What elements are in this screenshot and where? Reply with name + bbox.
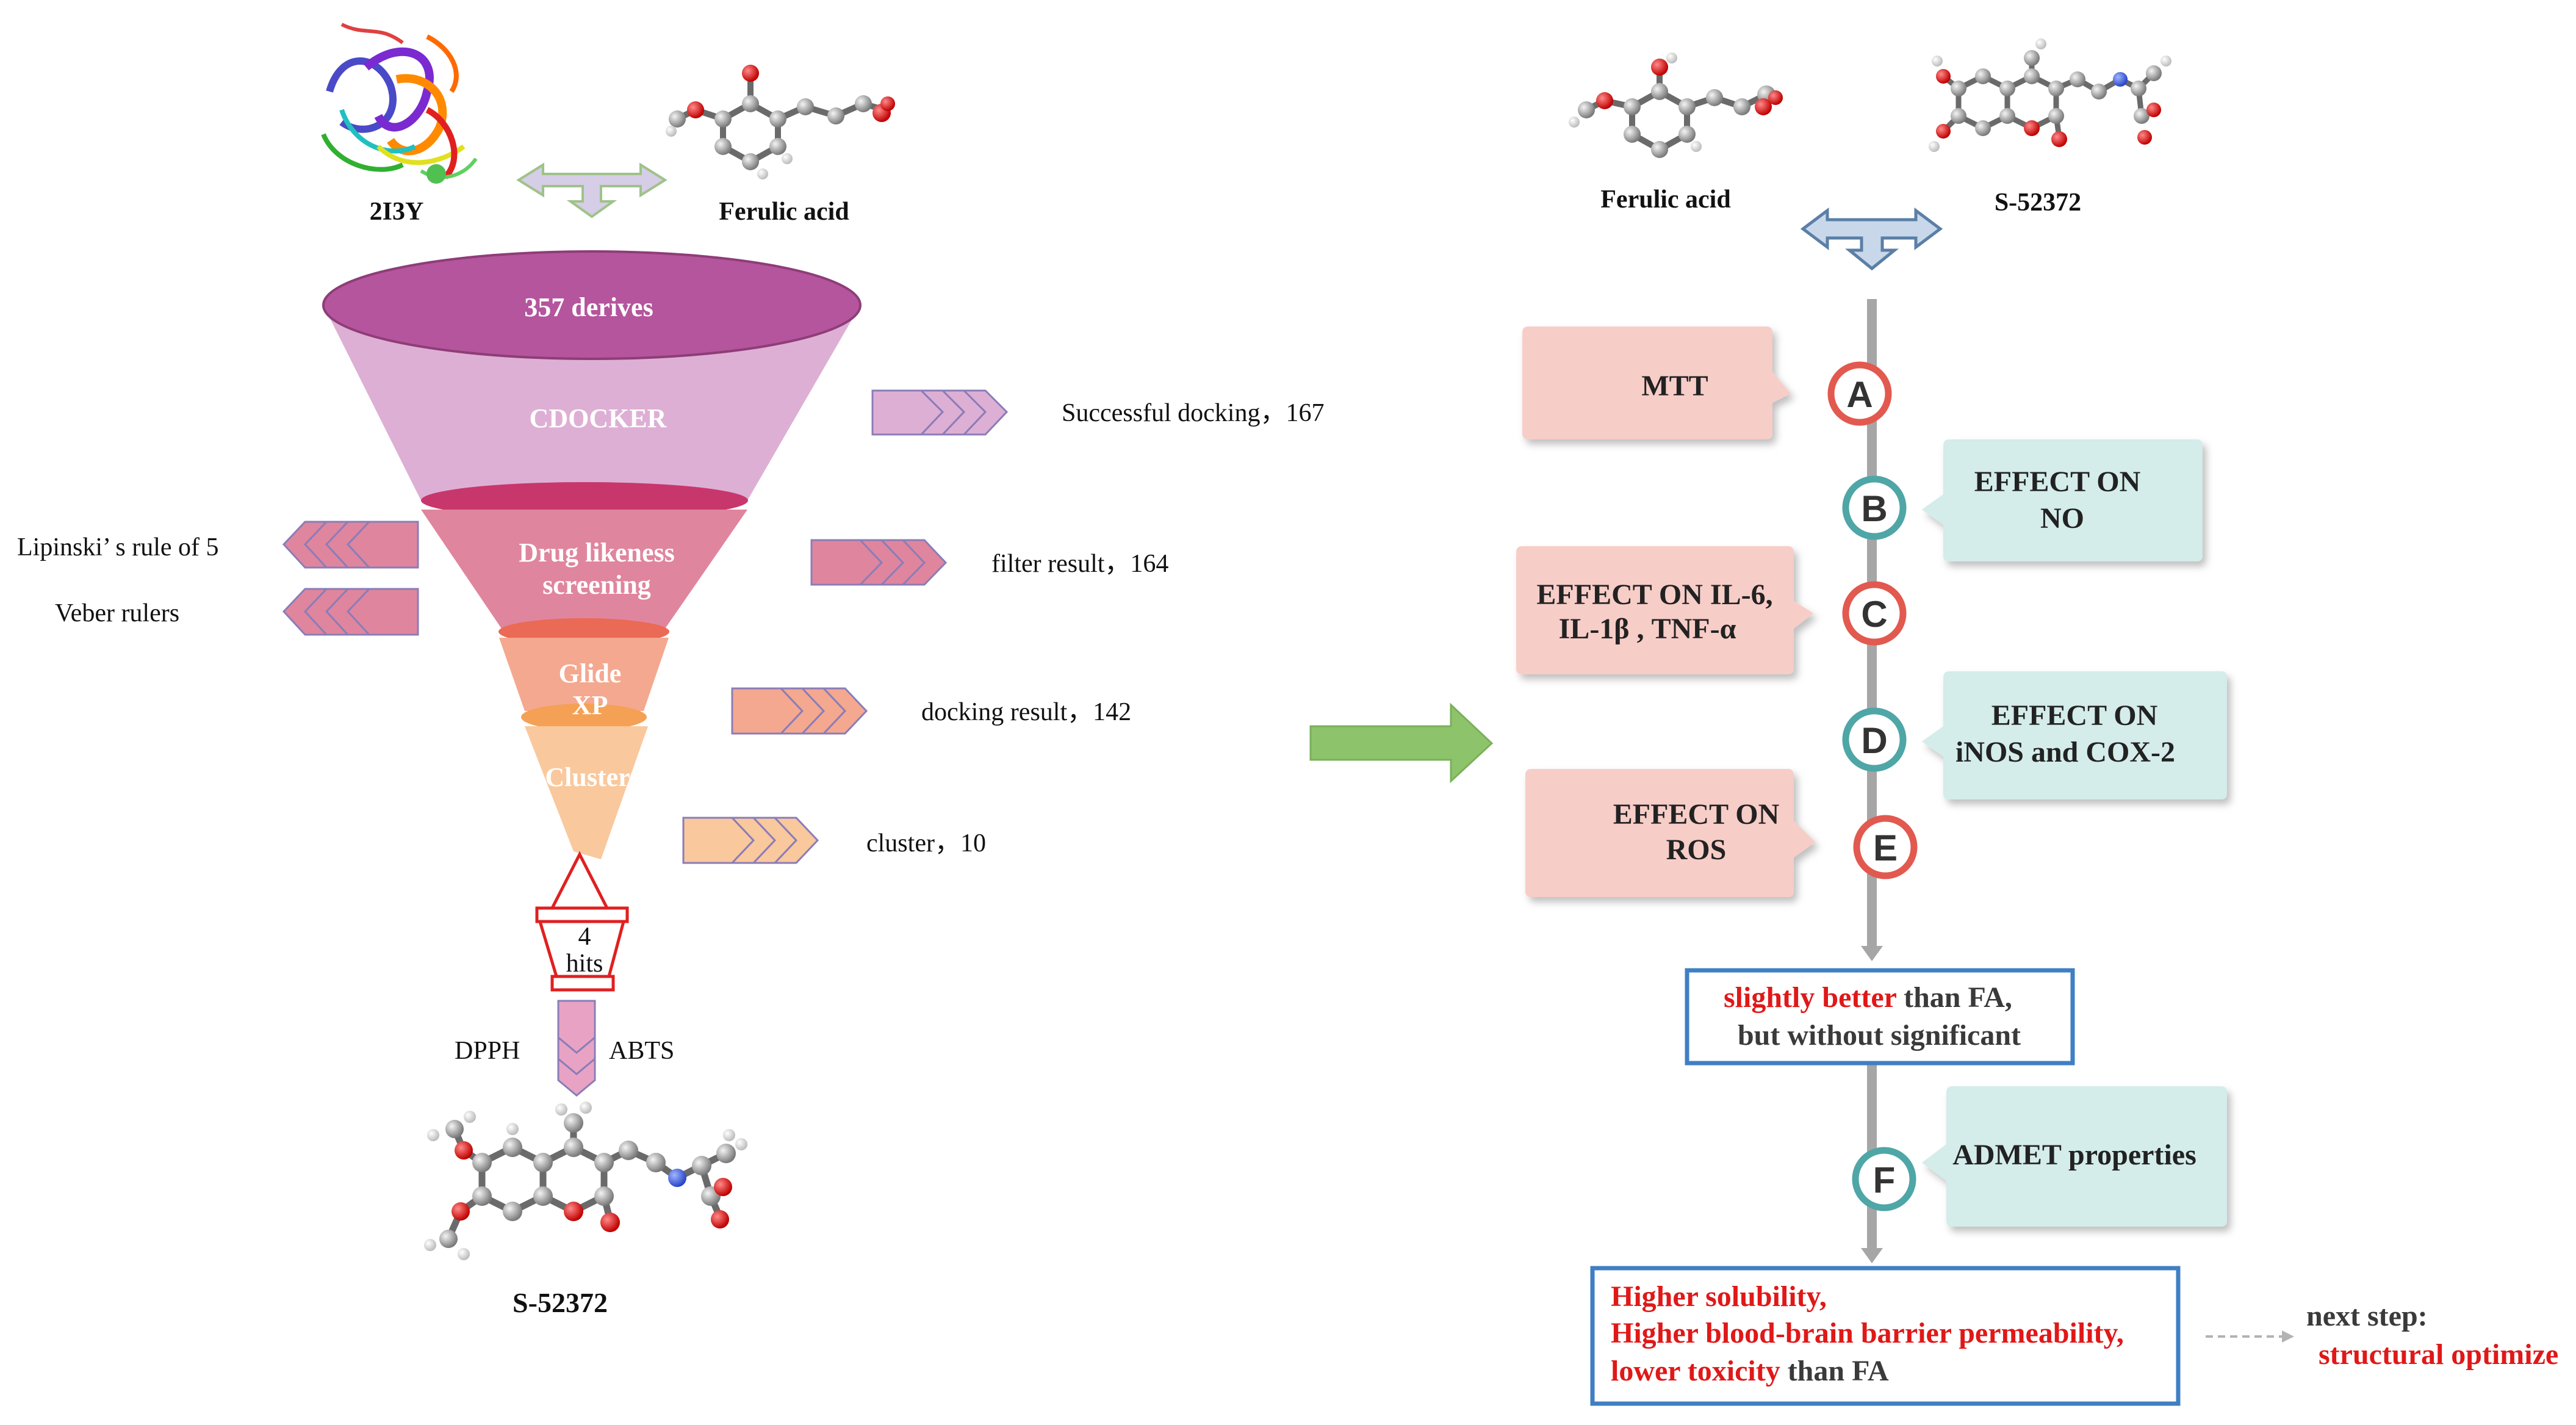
step-c-box xyxy=(1516,546,1813,674)
step-a-box xyxy=(1522,326,1791,439)
funnel-stage3-label-line1: Glide xyxy=(559,658,622,688)
transition-arrow xyxy=(1309,702,1494,784)
assay-dpph: DPPH xyxy=(455,1037,520,1065)
step-e-box xyxy=(1525,769,1815,897)
step-c-text-line2: IL-1β , TNF-α xyxy=(1559,613,1736,645)
step-a-text: MTT xyxy=(1641,370,1708,402)
result-arrow-2 xyxy=(810,539,948,586)
filter-lipinski: Lipinski’ s rule of 5 xyxy=(17,533,219,561)
s52372-molecule-bottom xyxy=(424,1102,747,1260)
funnel-stage1-label: CDOCKER xyxy=(530,403,667,433)
next-step-label: next step: xyxy=(2306,1300,2428,1332)
result-arrow-1 xyxy=(871,389,1009,436)
ferulic-acid-molecule-right xyxy=(1569,52,1783,158)
ferulic-acid-label-left: Ferulic acid xyxy=(719,198,849,226)
step-b-text-line1: EFFECT ON xyxy=(1974,466,2141,498)
funnel-stage4-label: Cluster xyxy=(545,762,630,792)
step-f-marker xyxy=(1852,1147,1916,1211)
result-arrow-3 xyxy=(731,687,868,735)
step-d-box xyxy=(1922,671,2227,799)
step-d-text-line1: EFFECT ON xyxy=(1991,699,2158,732)
result-2-highlight: lower toxicity xyxy=(1611,1355,1780,1387)
assay-abts: ABTS xyxy=(609,1037,674,1065)
result-1-highlight: slightly better xyxy=(1724,981,1897,1014)
hits-count: 4 xyxy=(578,923,591,951)
next-step-arrow xyxy=(2206,1330,2294,1343)
funnel-stage-drug-likeness xyxy=(421,510,747,629)
funnel-top-label: 357 derives xyxy=(524,292,653,322)
result-1-line2: but without significant xyxy=(1738,1019,2021,1052)
funnel-stage-glide xyxy=(499,638,669,711)
result-1-rest: than FA, xyxy=(1896,981,2012,1014)
step-b-letter: B xyxy=(1861,488,1887,529)
funnel-stage2-label-line1: Drug likeness xyxy=(519,538,674,568)
hits-label: hits xyxy=(566,950,603,978)
step-e-letter: E xyxy=(1873,828,1898,868)
funnel-top xyxy=(322,250,862,360)
step-c-letter: C xyxy=(1861,594,1887,635)
result-2-line3: lower toxicity than FA xyxy=(1611,1355,1889,1387)
s52372-label-right: S-52372 xyxy=(1995,189,2081,217)
s52372-molecule-right xyxy=(1929,38,2171,152)
filter-veber: Veber rulers xyxy=(55,599,179,627)
step-e-marker xyxy=(1853,815,1918,879)
funnel-stage3-label-line2: XP xyxy=(572,690,608,720)
step-c-marker xyxy=(1842,581,1907,646)
filter-arrow-2 xyxy=(282,588,419,636)
result-filter: filter result，164 xyxy=(991,550,1168,578)
next-step-value: structural optimize xyxy=(2319,1338,2558,1371)
protein-label: 2I3Y xyxy=(370,198,424,226)
filter-arrow-1 xyxy=(282,521,419,569)
result-2-line1: Higher solubility, xyxy=(1611,1280,1827,1313)
protein-structure-image xyxy=(321,23,478,184)
funnel-stage-cdocker xyxy=(323,305,860,500)
ferulic-acid-label-right: Ferulic acid xyxy=(1600,186,1730,214)
result-box-1 xyxy=(1685,968,2075,1066)
result-2-line2: Higher blood-brain barrier permeability, xyxy=(1611,1317,2124,1349)
result-1-line1: slightly better than FA, xyxy=(1724,981,2012,1014)
step-d-marker xyxy=(1842,707,1907,772)
step-e-text-line1: EFFECT ON xyxy=(1613,798,1780,831)
product-label: S-52372 xyxy=(513,1287,608,1318)
result-arrow-4 xyxy=(682,817,819,864)
funnel-ring-3 xyxy=(521,704,647,731)
step-b-box xyxy=(1922,439,2203,561)
step-b-text-line2: NO xyxy=(2040,502,2084,535)
result-cluster: cluster，10 xyxy=(866,829,986,857)
step-f-box xyxy=(1922,1086,2227,1227)
timeline xyxy=(1861,299,1883,1263)
funnel-stage-cluster xyxy=(525,726,648,859)
result-docking: docking result，142 xyxy=(921,698,1131,726)
step-d-letter: D xyxy=(1861,720,1887,761)
step-e-text-line2: ROS xyxy=(1666,834,1727,866)
funnel-stage2-label-line2: screening xyxy=(542,570,651,600)
step-b-marker xyxy=(1842,475,1907,540)
step-a-letter: A xyxy=(1846,374,1873,415)
combine-arrow-right xyxy=(1800,207,1943,271)
step-c-text-line1: EFFECT ON IL-6, xyxy=(1536,579,1772,611)
ferulic-acid-molecule-left xyxy=(666,65,895,179)
step-f-text: ADMET properties xyxy=(1952,1139,2196,1171)
result-successful-docking: Successful docking，167 xyxy=(1062,399,1324,427)
result-box-2 xyxy=(1590,1266,2181,1406)
screening-funnel xyxy=(322,250,862,859)
step-a-marker xyxy=(1827,361,1892,426)
combine-arrow-left xyxy=(516,162,667,218)
step-f-letter: F xyxy=(1873,1160,1896,1200)
down-chevrons xyxy=(557,1000,596,1097)
step-d-text-line2: iNOS and COX-2 xyxy=(1955,736,2175,768)
hits-arrow xyxy=(535,851,629,992)
result-2-rest: than FA xyxy=(1780,1355,1889,1387)
